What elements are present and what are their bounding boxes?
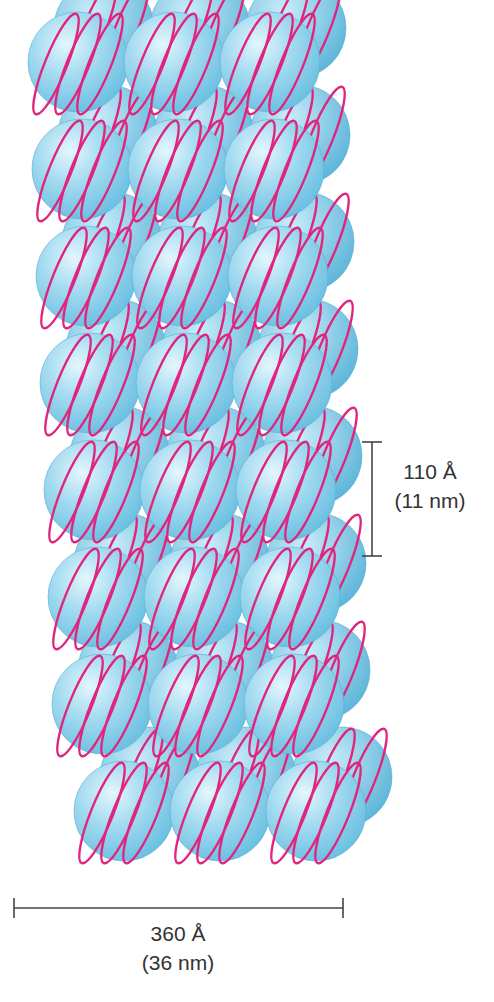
dna-coil [278,438,339,546]
nucleosome [222,117,327,225]
dna-coil [166,10,227,118]
dna-coil [190,652,251,760]
nucleosome [138,438,243,546]
nucleosome [46,545,151,653]
dimension-bracket [362,442,382,556]
nucleosome [142,545,247,653]
nucleosome [42,438,147,546]
dna-coil [282,545,343,653]
nucleosome [30,117,135,225]
dna-coil [70,10,131,118]
nucleosome [264,759,369,867]
nucleosome [218,10,323,118]
dna-coil [170,117,231,225]
nucleosome [234,438,339,546]
dna-coil [262,10,323,118]
dna-coil [266,117,327,225]
nucleosome [122,10,227,118]
fiber-pitch-dimension: (11 nm) [395,488,466,513]
dna-coil [182,438,243,546]
nucleosome [130,224,235,332]
dna-coil [90,545,151,653]
dna-coil [174,224,235,332]
dna-coil [78,224,139,332]
fiber-pitch-dimension: 110 Å [403,459,456,484]
nucleosome [34,224,139,332]
dna-coil [186,545,247,653]
nucleosome [50,652,155,760]
dna-coil [86,438,147,546]
nucleosome [26,10,131,118]
dna-coil [274,331,335,439]
nucleosome [134,331,239,439]
nucleosome [72,759,177,867]
dna-coil [286,652,347,760]
nucleosome [242,652,347,760]
dna-coil [94,652,155,760]
nucleosome [168,759,273,867]
dna-coil [116,759,177,867]
dna-coil [308,759,369,867]
scale-bar [14,898,343,918]
dna-coil [82,331,143,439]
nucleosome [146,652,251,760]
dna-coil [212,759,273,867]
nucleosome [230,331,335,439]
nucleosome [238,545,343,653]
nucleosome [126,117,231,225]
dna-coil [178,331,239,439]
dna-coil [74,117,135,225]
nucleosome [38,331,143,439]
fiber-width-dimension: 360 Å [151,921,206,946]
nucleosome [226,224,331,332]
fiber-width-dimension: (36 nm) [142,950,214,975]
dna-coil [270,224,331,332]
